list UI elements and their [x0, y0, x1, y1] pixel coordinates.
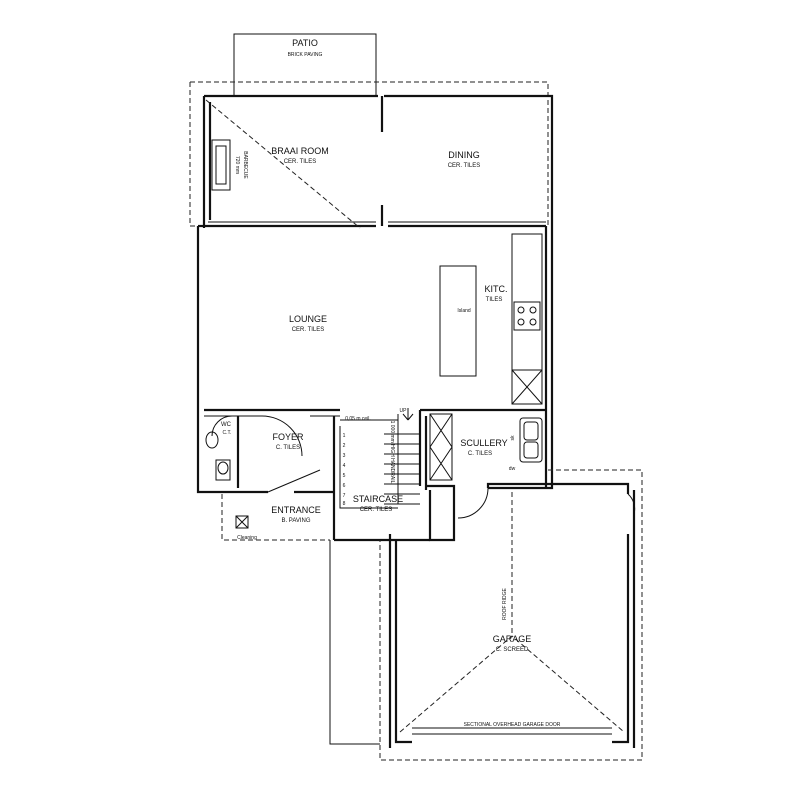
foyer-finish: C. TILES — [276, 445, 300, 451]
handrail-note: 1 000 mm HIGH HANDRAIL — [389, 421, 395, 484]
staircase-steps — [339, 408, 420, 509]
wc-label: WC — [221, 422, 232, 428]
sink-label: sk — [510, 435, 516, 441]
garage-label: GARAGE — [493, 634, 532, 644]
garage-finish: C. SCREED — [496, 647, 529, 653]
stair-number: 4 — [343, 463, 346, 469]
stair-number: 8 — [343, 501, 346, 507]
staircase-label: STAIRCASE — [353, 494, 403, 504]
scullery-label: SCULLERY — [460, 438, 507, 448]
cleaning-label: Cleaning — [237, 535, 257, 541]
ceiling-note: 0,05 m ceil. — [345, 416, 371, 422]
interior-walls — [204, 96, 548, 542]
kitchen-counter — [439, 233, 543, 405]
braai-room-label: BRAAI ROOM — [271, 146, 329, 156]
patio-label: PATIO — [292, 38, 318, 48]
dishwasher-label: dw — [509, 466, 516, 472]
stair-number: 6 — [343, 483, 346, 489]
kitchen-label: KITC. — [484, 284, 507, 294]
stair-number: 1 — [343, 433, 346, 439]
doors — [211, 415, 636, 519]
exterior-walls — [196, 94, 554, 494]
dining-label: DINING — [448, 150, 480, 160]
scullery-fixtures — [429, 413, 543, 481]
braai-room-finish: CER. TILES — [284, 159, 317, 165]
entrance-label: ENTRANCE — [271, 505, 321, 515]
patio-finish: BRICK PAVING — [288, 52, 323, 58]
foyer-label: FOYER — [272, 432, 304, 442]
stair-number: 2 — [343, 443, 346, 449]
kitchen-finish: TILES — [486, 297, 503, 303]
lounge-label: LOUNGE — [289, 314, 327, 324]
entrance-paving — [221, 494, 330, 541]
entrance-finish: B. PAVING — [281, 518, 310, 524]
scullery-finish: C. TILES — [468, 451, 492, 457]
wc-finish: C.T. — [223, 430, 232, 436]
stair-number: 3 — [343, 453, 346, 459]
garage-roof-lines — [399, 492, 625, 733]
dining-finish: CER. TILES — [448, 163, 481, 169]
stair-numbers: 1 2 3 4 5 6 7 8 — [343, 433, 346, 507]
barbecue-label: BARBECUE — [242, 151, 248, 179]
stair-up-label: UP — [400, 408, 408, 414]
stair-number: 7 — [343, 493, 346, 499]
lounge-finish: CER. TILES — [292, 327, 325, 333]
wc-fixtures — [205, 431, 231, 481]
garage-walls — [329, 469, 643, 761]
barbecue-size-label: 720 mm — [234, 156, 240, 174]
stair-number: 5 — [343, 473, 346, 479]
staircase-finish: CER. TILES — [360, 507, 393, 513]
braai-roof-line — [205, 99, 361, 229]
barbecue-unit — [211, 139, 231, 191]
island-label: Island — [457, 308, 471, 314]
garage-door-label: SECTIONAL OVERHEAD GARAGE DOOR — [464, 722, 561, 728]
roof-ridge-label: ROOF RIDGE — [502, 588, 508, 620]
